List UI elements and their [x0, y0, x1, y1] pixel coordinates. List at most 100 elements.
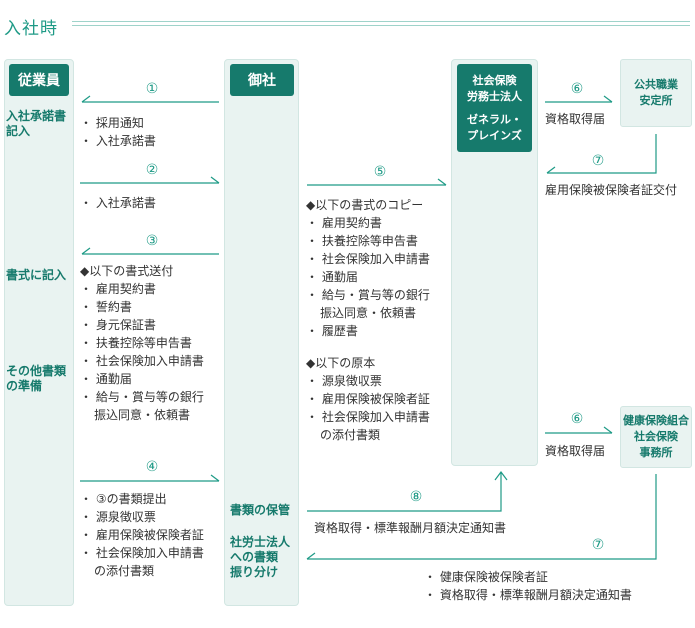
step5-item-9: 社会保険加入申請書 [321, 410, 430, 424]
list-item: 振込同意・依頼書 [306, 304, 430, 322]
list-item: ・ 入社承諾書 [80, 134, 156, 148]
company-label-sort-2: への書類 [230, 550, 279, 564]
step5-list: ◆以下の書式のコピー ・ 雇用契約書 ・ 扶養控除等申告書 ・ 社会保険加入申請… [306, 196, 430, 444]
list-item: ・ 給与・賞与等の銀行 [306, 288, 430, 302]
list-item: ・ 社会保険加入申請書 [80, 546, 204, 560]
step3-item-5: 社会保険加入申請書 [95, 354, 204, 368]
step-number-6b: ⑥ [570, 411, 584, 427]
hello-work-box: 公共職業安定所 [620, 59, 692, 127]
list-item: ・ 履歴書 [306, 324, 358, 338]
list-item: ・ 源泉徴収票 [80, 510, 156, 524]
arrow-step7a [547, 134, 657, 174]
arrow-step7a-head [546, 166, 556, 174]
step8-text: 資格取得・標準報酬月額決定通知書 [314, 521, 507, 535]
step1-item-1: 採用通知 [95, 116, 144, 130]
step-number-8: ⑧ [409, 489, 423, 505]
arrow-step1-head [81, 95, 91, 103]
step-number-7a: ⑦ [591, 153, 605, 169]
step-number-7b: ⑦ [591, 537, 605, 553]
list-item: ・ 扶養控除等申告書 [80, 336, 192, 350]
list-item: ・ ③の書類提出 [80, 492, 167, 506]
step2-item-1: 入社承諾書 [95, 196, 156, 210]
step3-item-6: 通勤届 [95, 372, 132, 386]
step3-item-1: 雇用契約書 [95, 282, 156, 296]
list-item: ・ 給与・賞与等の銀行 [80, 390, 204, 404]
step5-item-5-cont: 振込同意・依頼書 [320, 306, 417, 320]
step7b-item-2: 資格取得・標準報酬月額決定通知書 [439, 588, 632, 602]
step4-item-1: ③の書類提出 [95, 492, 167, 506]
list-item: ・ 源泉徴収票 [306, 374, 382, 388]
hello-line2: 安定所 [639, 94, 673, 107]
employee-label-consent-1: 入社承諾書 [6, 109, 67, 123]
list-item: ・ 入社承諾書 [80, 196, 156, 210]
list-item: の添付書類 [306, 426, 430, 444]
company-lane [224, 59, 299, 606]
employee-label-prepare-2: の準備 [6, 379, 43, 393]
list-item: ・ 雇用保険被保険者証 [80, 528, 204, 542]
list-item: の添付書類 [80, 562, 204, 580]
employee-label-consent: 入社承諾書 記入 [6, 109, 66, 139]
step7a-text: 雇用保険被保険者証交付 [545, 183, 678, 197]
step5-item-4: 通勤届 [321, 270, 358, 284]
list-item: ・ 社会保険加入申請書 [306, 410, 430, 424]
step4-item-3: 雇用保険被保険者証 [95, 528, 204, 542]
step4-item-4: 社会保険加入申請書 [95, 546, 204, 560]
page-title: 入社時 [4, 19, 58, 39]
health-line2: 社会保険 [634, 430, 678, 443]
employee-label-fill: 書式に記入 [6, 268, 67, 282]
list-item: ・ 社会保険加入申請書 [80, 354, 204, 368]
health-insurance-box: 健康保険組合社会保険事務所 [620, 406, 692, 468]
step1-item-2: 入社承諾書 [95, 134, 156, 148]
step5-head2: ◆以下の原本 [306, 356, 376, 370]
arrow-step8 [307, 472, 502, 512]
step4-item-4-cont: の添付書類 [94, 564, 155, 578]
company-header: 御社 [230, 64, 294, 96]
arrow-step6b-head [603, 426, 613, 434]
step3-list: ◆以下の書式送付 ・ 雇用契約書 ・ 誓約書 ・ 身元保証書 ・ 扶養控除等申告… [80, 262, 204, 424]
step5-item-3: 社会保険加入申請書 [321, 252, 430, 266]
office-header: 社会保険 労務士法人 ゼネラル・ プレインズ [457, 64, 532, 152]
list-item: ・ 雇用契約書 [306, 216, 382, 230]
list-item: ・ 身元保証書 [80, 318, 156, 332]
list-item: ・ 扶養控除等申告書 [306, 234, 418, 248]
step3-head: ◆以下の書式送付 [80, 264, 174, 278]
step-number-6a: ⑥ [570, 81, 584, 97]
list-item: ・ 通勤届 [306, 270, 358, 284]
company-label-sort-1: 社労士法人 [230, 535, 291, 549]
arrow-step3-head [81, 247, 91, 255]
step4-item-2: 源泉徴収票 [95, 510, 156, 524]
list-item: ・ 採用通知 [80, 116, 144, 130]
company-header-label: 御社 [248, 73, 276, 89]
company-label-sort-3: 振り分け [230, 565, 279, 579]
step5-item-8: 雇用保険被保険者証 [321, 392, 430, 406]
arrow-step7b [307, 474, 657, 560]
step7b-list: ・ 健康保険被保険者証 ・ 資格取得・標準報酬月額決定通知書 [424, 568, 632, 604]
list-item: ・ 通勤届 [80, 372, 132, 386]
arrow-step4-head [210, 474, 220, 482]
step3-item-7: 給与・賞与等の銀行 [95, 390, 204, 404]
step5-item-9-cont: の添付書類 [320, 428, 381, 442]
office-line1: 社会保険 [472, 73, 517, 87]
arrow-step8-head-up [494, 471, 508, 481]
step3-item-4: 扶養控除等申告書 [95, 336, 192, 350]
list-item: ・ 雇用契約書 [80, 282, 156, 296]
step1-list: ・ 採用通知 ・ 入社承諾書 [80, 114, 156, 150]
office-line2: 労務士法人 [467, 89, 522, 103]
step-number-2: ② [145, 162, 159, 178]
office-line3: ゼネラル・ [467, 112, 522, 126]
title-rule [72, 21, 690, 26]
office-line4: プレインズ [467, 128, 522, 142]
step5-item-7: 源泉徴収票 [321, 374, 382, 388]
list-item: ・ 健康保険被保険者証 [424, 570, 548, 584]
step6b-text: 資格取得届 [545, 444, 606, 458]
step3-item-2: 誓約書 [95, 300, 132, 314]
health-line1: 健康保険組合 [623, 414, 689, 427]
list-item: ・ 雇用保険被保険者証 [306, 392, 430, 406]
employee-label-prepare: その他書類 の準備 [6, 364, 66, 394]
step2-list: ・ 入社承諾書 [80, 194, 156, 212]
step3-item-3: 身元保証書 [95, 318, 156, 332]
employee-header-label: 従業員 [18, 73, 60, 89]
step5-item-6: 履歴書 [321, 324, 358, 338]
step5-item-5: 給与・賞与等の銀行 [321, 288, 430, 302]
